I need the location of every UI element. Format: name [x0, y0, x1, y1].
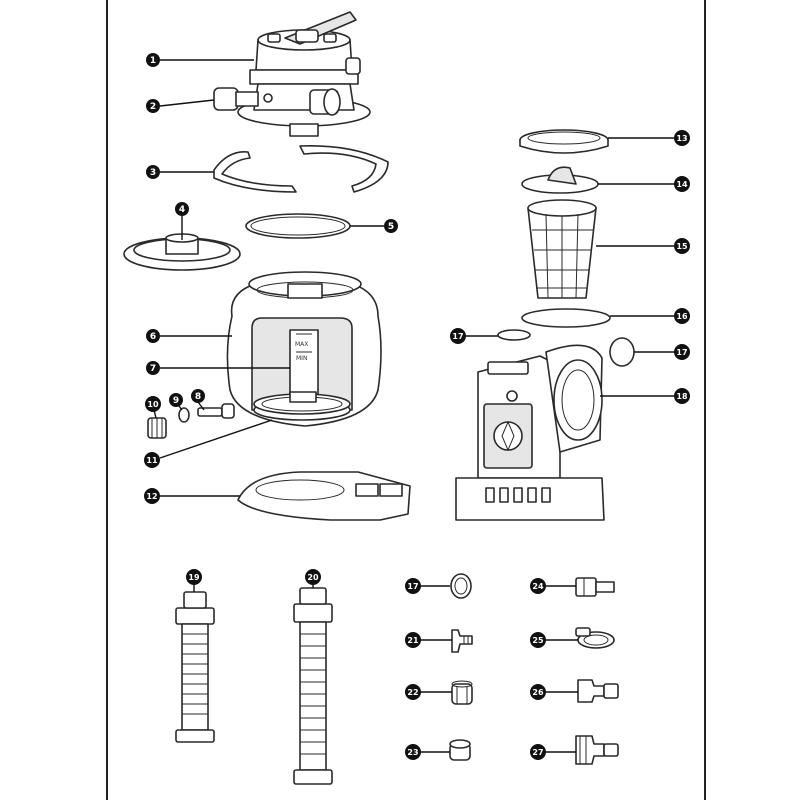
part-17-o-ring-fitting: [450, 573, 472, 599]
callout-27: 27: [530, 744, 546, 760]
svg-text:10: 10: [147, 400, 159, 409]
part-15-strainer-basket: [527, 199, 597, 299]
callout-1: 1: [146, 53, 160, 67]
part-2-valve-body: [213, 83, 371, 137]
part-9-drain-o-ring: [178, 407, 190, 423]
svg-text:22: 22: [407, 688, 418, 697]
part-12-tank-base: [237, 471, 411, 521]
callout-15: 15: [674, 238, 690, 254]
part-27-valve-fitting: [575, 735, 619, 765]
svg-text:20: 20: [307, 573, 319, 582]
svg-text:25: 25: [532, 636, 544, 645]
part-23-cap-plug: [449, 739, 471, 761]
callout-22: 22: [405, 684, 421, 700]
part-8-drain-plug: [197, 403, 235, 419]
svg-text:15: 15: [676, 242, 688, 251]
svg-text:24: 24: [532, 582, 544, 591]
scale-min-label: MIN: [296, 355, 307, 362]
svg-text:7: 7: [150, 364, 156, 374]
callout-17-fitting: 17: [405, 578, 421, 594]
svg-text:17: 17: [452, 332, 463, 341]
callout-25: 25: [530, 632, 546, 648]
part-20-long-hose: [293, 587, 333, 785]
svg-text:14: 14: [676, 180, 688, 189]
callout-26: 26: [530, 684, 546, 700]
callout-17-side: 17: [674, 344, 690, 360]
callout-23: 23: [405, 744, 421, 760]
callout-13: 13: [674, 130, 690, 146]
callout-21: 21: [405, 632, 421, 648]
svg-text:23: 23: [407, 748, 418, 757]
callout-24: 24: [530, 578, 546, 594]
svg-text:1: 1: [150, 56, 156, 66]
part-24-hose-adapter: [575, 577, 615, 597]
svg-text:18: 18: [676, 392, 688, 401]
callout-19: 19: [186, 569, 202, 585]
callout-5: 5: [384, 219, 398, 233]
callout-11: 11: [144, 452, 160, 468]
callout-10: 10: [145, 396, 161, 412]
svg-text:9: 9: [173, 396, 179, 406]
svg-text:4: 4: [179, 205, 185, 215]
svg-text:19: 19: [188, 573, 200, 582]
callout-14: 14: [674, 176, 690, 192]
svg-text:11: 11: [146, 456, 158, 465]
part-7-center-pipe: MAX MIN: [289, 329, 319, 399]
callout-17-upper: 17: [450, 328, 466, 344]
svg-text:5: 5: [388, 222, 394, 232]
part-16-lid-o-ring: [521, 308, 611, 328]
part-21-plunger-valve-stem: [451, 629, 473, 653]
callout-16: 16: [674, 308, 690, 324]
callout-4: 4: [175, 202, 189, 216]
callout-8: 8: [191, 389, 205, 403]
part-10-drain-cap: [147, 417, 167, 439]
svg-text:13: 13: [676, 134, 687, 143]
svg-text:2: 2: [150, 102, 156, 112]
part-11-lateral-manifold: [253, 391, 351, 421]
callout-6: 6: [146, 329, 160, 343]
svg-text:8: 8: [195, 392, 201, 402]
part-1-multiport-valve-head: [249, 11, 361, 85]
part-3-tank-clamp: [213, 145, 389, 193]
part-17-o-ring-side: [609, 337, 635, 367]
svg-text:27: 27: [532, 748, 543, 757]
part-18-filter-pump: [455, 344, 605, 521]
callout-20: 20: [305, 569, 321, 585]
part-14-strainer-lid: [521, 166, 599, 194]
part-17-o-ring-upper: [497, 329, 531, 341]
callout-2: 2: [146, 99, 160, 113]
svg-text:3: 3: [150, 168, 156, 178]
callout-9: 9: [169, 393, 183, 407]
callout-18: 18: [674, 388, 690, 404]
svg-text:6: 6: [150, 332, 156, 342]
callout-3: 3: [146, 165, 160, 179]
svg-text:16: 16: [676, 312, 688, 321]
part-25-hose-clamp: [575, 627, 615, 649]
svg-text:17: 17: [407, 582, 418, 591]
svg-text:12: 12: [146, 492, 157, 501]
scale-max-label: MAX: [295, 341, 308, 348]
callout-7: 7: [146, 361, 160, 375]
svg-text:21: 21: [407, 636, 419, 645]
part-5-o-ring: [245, 213, 351, 239]
part-19-short-hose: [175, 591, 215, 743]
svg-text:26: 26: [532, 688, 544, 697]
part-26-elbow-fitting: [577, 679, 619, 703]
callout-12: 12: [144, 488, 160, 504]
part-22-hose-nut: [451, 680, 473, 705]
part-13-pump-lock-ring: [519, 129, 609, 154]
svg-text:17: 17: [676, 348, 687, 357]
